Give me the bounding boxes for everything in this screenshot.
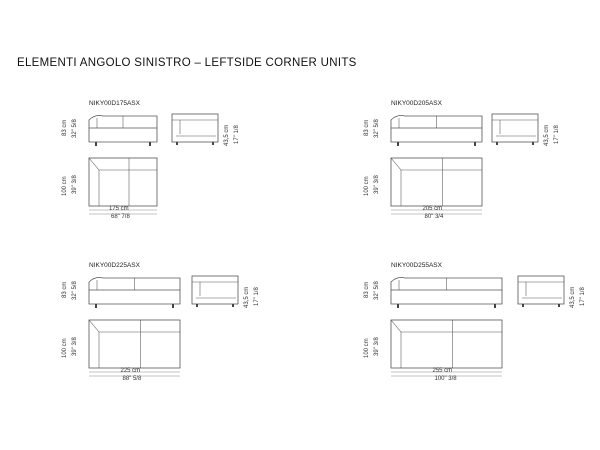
seat-height-cm-label: 43,5 cm <box>244 286 250 308</box>
unit-drawing <box>390 113 539 215</box>
sofa-leg <box>95 142 97 146</box>
height-cm-label: 83 cm <box>364 281 370 298</box>
corner-unit-2: NIKY00D205ASX 83 cm 32" 5/8 100 cm 39" 3/8 43… <box>362 100 600 230</box>
side-view <box>491 113 539 145</box>
sofa-leg <box>532 142 534 145</box>
sofa-leg <box>522 304 524 307</box>
front-view <box>390 277 503 308</box>
plan-view <box>88 319 181 377</box>
seat-height-in-label: 17" 1/8 <box>234 125 240 144</box>
plan-view <box>390 319 503 377</box>
front-view <box>88 277 181 308</box>
height-in-label: 32" 5/8 <box>72 119 78 138</box>
plan-view <box>390 157 483 215</box>
corner-diagonal <box>390 157 402 171</box>
sofa-leg <box>196 304 198 307</box>
sofa-leg <box>172 304 174 308</box>
depth-cm-label: 100 cm <box>62 338 68 358</box>
width-cm-label: 255 cm <box>432 368 453 374</box>
width-cm-label: 225 cm <box>120 368 141 374</box>
sofa-leg <box>558 304 560 307</box>
page-title: ELEMENTI ANGOLO SINISTRO – LEFTSIDE CORN… <box>17 57 357 69</box>
sofa-side-outline <box>517 275 565 305</box>
depth-in-label: 39" 3/8 <box>374 175 380 194</box>
unit-drawing <box>88 113 219 215</box>
corner-unit-1: NIKY00D175ASX 83 cm 32" 5/8 100 cm 39" 3/8 43… <box>60 100 360 230</box>
sofa-front-outline <box>88 115 158 143</box>
sofa-leg <box>232 304 234 307</box>
depth-cm-label: 100 cm <box>62 176 68 196</box>
product-code: NIKY00D175ASX <box>89 100 140 107</box>
seat-height-in-label: 17" 1/8 <box>254 287 260 306</box>
sofa-leg <box>397 304 399 308</box>
height-in-label: 32" 5/8 <box>374 281 380 300</box>
sofa-front-outline <box>390 277 503 305</box>
seat-height-cm-label: 43,5 cm <box>570 286 576 308</box>
depth-cm-label: 100 cm <box>364 338 370 358</box>
width-in-label: 88" 5/8 <box>122 376 142 382</box>
corner-diagonal <box>390 319 402 333</box>
sofa-side-outline <box>191 275 239 305</box>
height-cm-label: 83 cm <box>364 119 370 136</box>
sofa-side-outline <box>491 113 539 143</box>
seat-height-in-label: 17" 1/8 <box>580 287 586 306</box>
front-view <box>390 115 483 146</box>
width-in-label: 68" 7/8 <box>111 214 130 220</box>
sofa-leg <box>397 142 399 146</box>
product-code: NIKY00D205ASX <box>391 100 442 107</box>
sofa-plan-outline <box>88 319 181 369</box>
sofa-leg <box>212 142 214 145</box>
corner-diagonal <box>88 319 100 333</box>
depth-cm-label: 100 cm <box>364 176 370 196</box>
side-view <box>171 113 219 145</box>
width-cm-label: 175 cm <box>109 206 129 212</box>
seat-height-in-label: 17" 1/8 <box>554 125 560 144</box>
corner-unit-3: NIKY00D225ASX 83 cm 32" 5/8 100 cm 39" 3/8 43… <box>60 262 360 392</box>
product-code: NIKY00D255ASX <box>391 262 442 269</box>
height-cm-label: 83 cm <box>62 281 68 298</box>
plan-view <box>88 157 158 215</box>
seat-height-cm-label: 43,5 cm <box>224 124 230 146</box>
width-in-label: 80" 3/4 <box>424 214 444 220</box>
depth-in-label: 39" 3/8 <box>72 337 78 356</box>
depth-in-label: 39" 3/8 <box>72 175 78 194</box>
side-view <box>517 275 565 307</box>
height-in-label: 32" 5/8 <box>72 281 78 300</box>
side-view <box>191 275 239 307</box>
sofa-leg <box>95 304 97 308</box>
depth-in-label: 39" 3/8 <box>374 337 380 356</box>
sofa-front-outline <box>88 277 181 305</box>
sofa-leg <box>176 142 178 145</box>
height-cm-label: 83 cm <box>62 119 68 136</box>
sofa-plan-outline <box>88 157 158 207</box>
unit-drawing <box>88 275 239 377</box>
product-code: NIKY00D225ASX <box>89 262 140 269</box>
sofa-side-outline <box>171 113 219 143</box>
sofa-leg <box>494 304 496 308</box>
width-in-label: 100" 3/8 <box>434 376 457 382</box>
unit-drawing <box>390 275 565 377</box>
sofa-leg <box>474 142 476 146</box>
sofa-plan-outline <box>390 319 503 369</box>
sofa-leg <box>496 142 498 145</box>
height-in-label: 32" 5/8 <box>374 119 380 138</box>
front-view <box>88 115 158 146</box>
width-cm-label: 205 cm <box>422 206 443 212</box>
sofa-leg <box>149 142 151 146</box>
corner-unit-4: NIKY00D255ASX 83 cm 32" 5/8 100 cm 39" 3/8 43… <box>362 262 600 392</box>
sofa-plan-outline <box>390 157 483 207</box>
seat-height-cm-label: 43,5 cm <box>544 124 550 146</box>
sofa-front-outline <box>390 115 483 143</box>
corner-diagonal <box>88 157 100 171</box>
